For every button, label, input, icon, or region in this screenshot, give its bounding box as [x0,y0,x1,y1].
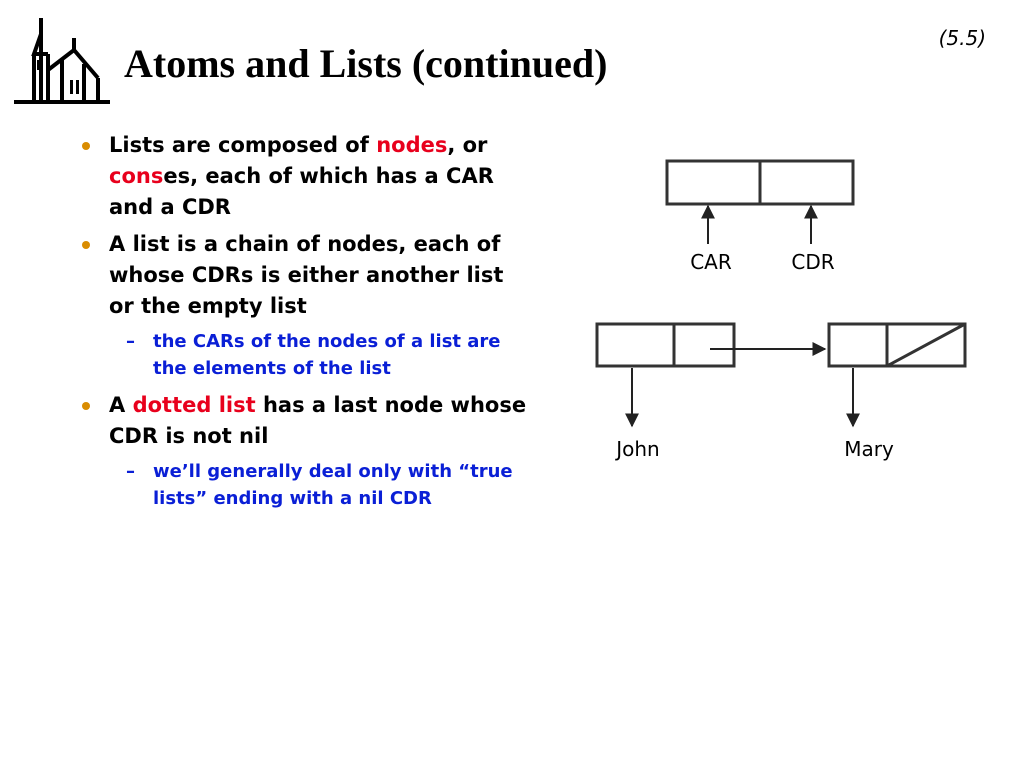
emphasis-term: nodes [376,133,448,157]
sub-bullet-text: the CARs of the nodes of a list are the … [153,331,501,379]
bullet-item: A dotted list has a last node whose CDR … [80,390,530,452]
slide-title: Atoms and Lists (continued) [124,41,608,86]
sub-bullet-item: – we’ll generally deal only with “true l… [80,458,530,512]
sub-bullet-item: – the CARs of the nodes of a list are th… [80,328,530,382]
dash-icon: – [126,331,135,352]
bullet-text: , or [447,133,488,157]
bullet-text: A [109,393,133,417]
bullet-item: A list is a chain of nodes, each of whos… [80,229,530,322]
cons-node [595,322,736,368]
bullet-text: Lists are composed of [109,133,377,157]
car-label: CAR [690,250,732,274]
cons-node [827,322,967,368]
bullet-text: has a last node whose CDR is not nil [109,393,527,448]
cons-node [665,159,855,206]
emphasis-term: dotted list [132,393,256,417]
bullet-text: es, each of which has a CAR and a CDR [109,164,494,219]
element-label-mary: Mary [844,437,894,461]
sub-bullet-text: we’ll generally deal only with “true lis… [153,461,513,509]
bullet-dot-icon [82,142,90,150]
bullet-dot-icon [82,241,90,249]
element-label-john: John [614,437,660,461]
bullet-text: A list is a chain of nodes, each of whos… [109,232,504,318]
cdr-label: CDR [791,250,834,274]
dash-icon: – [126,461,135,482]
bullet-dot-icon [82,402,90,410]
slide-number: (5.5) [938,26,986,50]
nil-slash [886,322,966,368]
church-logo-icon [14,18,110,104]
emphasis-term: cons [109,164,164,188]
bullet-list: Lists are composed of nodes, or conses, … [80,130,530,520]
bullet-item: Lists are composed of nodes, or conses, … [80,130,530,223]
